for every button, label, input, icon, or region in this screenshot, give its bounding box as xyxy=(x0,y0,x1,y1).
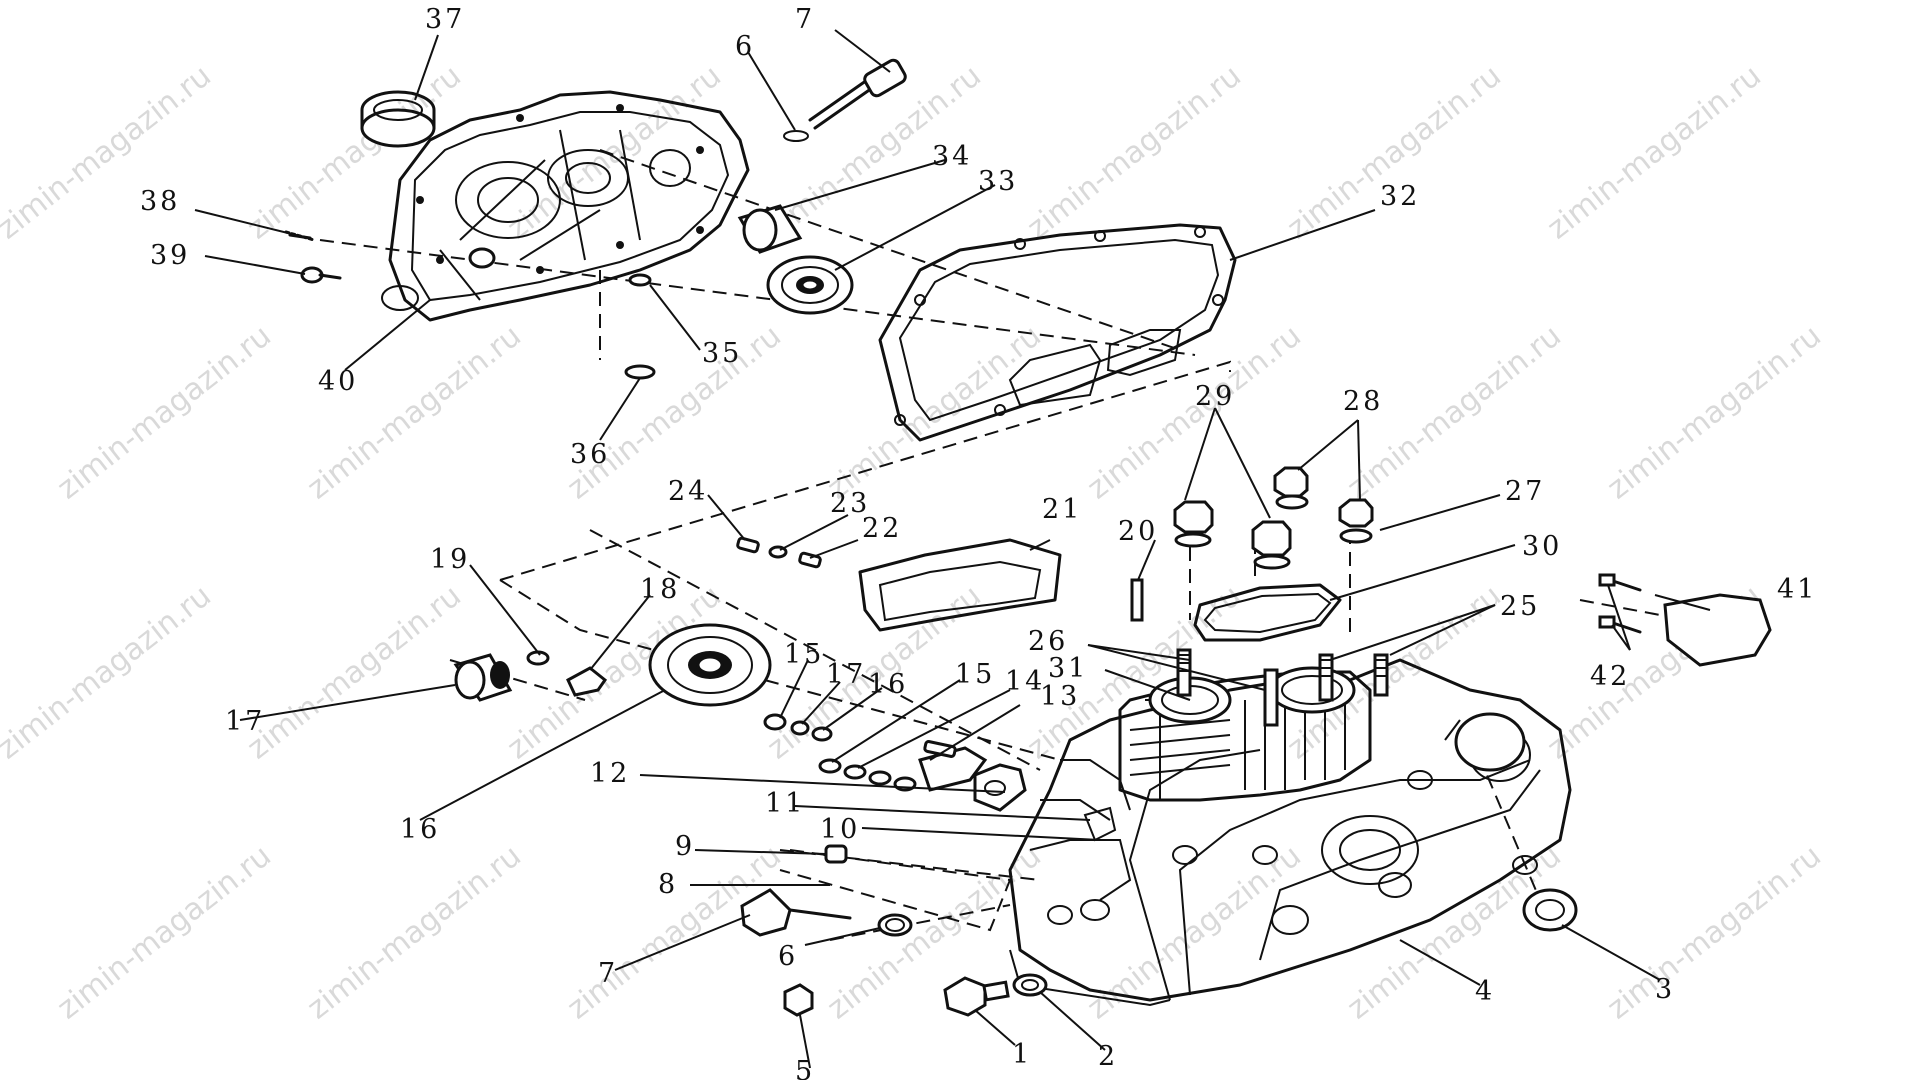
callout-12: 12 xyxy=(590,758,630,789)
watermark-text: zimin-magazin.ru xyxy=(0,578,218,766)
callout-19: 17 xyxy=(225,706,265,737)
leader-lines xyxy=(194,29,1711,1069)
callout-42: 40 xyxy=(318,366,358,397)
watermark-text: zimin-magazin.ru xyxy=(241,578,468,766)
bearing-35 xyxy=(766,255,854,315)
watermark-text: zimin-magazin.ru xyxy=(821,318,1048,506)
callout-41: 39 xyxy=(150,240,190,271)
callout-33: 31 xyxy=(1048,653,1088,684)
plate-20-screw-21 xyxy=(526,650,608,697)
callout-16: 16 xyxy=(868,669,908,700)
callout-27: 25 xyxy=(1500,591,1540,622)
governor-parts-12-15 xyxy=(818,740,1117,842)
watermark-text: zimin-magazin.ru xyxy=(501,58,728,246)
oil-seal-19 xyxy=(453,653,513,702)
watermark-text: zimin-magazin.ru xyxy=(241,58,468,246)
callout-15-b: 15 xyxy=(955,659,995,690)
callout-7-top: 7 xyxy=(795,4,815,35)
callout-40: 38 xyxy=(140,186,180,217)
drain-plug-parts-5-9 xyxy=(740,844,913,1017)
callout-36: 34 xyxy=(932,141,972,172)
callout-11: 11 xyxy=(765,788,805,819)
callout-29: 27 xyxy=(1505,476,1545,507)
watermark-text: zimin-magazin.ru xyxy=(1081,838,1308,1026)
watermark-text: zimin-magazin.ru xyxy=(1601,318,1828,506)
callout-6-top: 6 xyxy=(735,31,755,62)
callout-35: 33 xyxy=(978,166,1018,197)
screws-40-41 xyxy=(284,230,342,284)
bushing-36 xyxy=(737,204,803,254)
callout-17-label: 17 xyxy=(826,659,866,690)
head-gasket-32 xyxy=(1193,583,1342,642)
callout-13: 13 xyxy=(1040,681,1080,712)
callout-1: 1 xyxy=(1012,1039,1032,1070)
callout-6-bottom: 6 xyxy=(778,941,798,972)
callout-34: 32 xyxy=(1380,181,1420,212)
callout-5: 5 xyxy=(795,1056,815,1080)
watermark-text: zimin-magazin.ru xyxy=(1341,838,1568,1026)
callout-28: 26 xyxy=(1028,626,1068,657)
callout-30: 28 xyxy=(1343,386,1383,417)
gear-case-cover xyxy=(381,90,750,322)
callout-7-bottom: 7 xyxy=(598,958,618,989)
small-parts-15-16-17 xyxy=(763,713,833,742)
watermark-text: zimin-magazin.ru xyxy=(301,318,528,506)
callout-2: 2 xyxy=(1098,1041,1118,1072)
callout-labels: 37 7 6 34 33 32 38 39 40 35 36 29 28 27 … xyxy=(140,4,1817,1080)
callout-22: 20 xyxy=(1118,516,1158,547)
callout-14: 14 xyxy=(1005,666,1045,697)
callout-4: 4 xyxy=(1475,976,1495,1007)
gasket-34 xyxy=(878,223,1237,442)
watermark-text: zimin-magazin.ru xyxy=(301,838,528,1026)
callout-43: 41 xyxy=(1777,574,1817,605)
callout-10: 10 xyxy=(820,814,860,845)
cylinder-studs-27-28 xyxy=(1176,648,1389,727)
bearing-18 xyxy=(648,623,772,707)
watermark-text: zimin-magazin.ru xyxy=(1021,58,1248,246)
watermark-text: zimin-magazin.ru xyxy=(1601,838,1828,1026)
callout-15-a: 15 xyxy=(784,639,824,670)
oil-seal-3 xyxy=(1522,888,1578,932)
callout-39: 37 xyxy=(425,4,465,35)
callout-24: 22 xyxy=(862,513,902,544)
bolts-24-25-26 xyxy=(736,536,822,569)
bearing-39 xyxy=(360,90,436,148)
callout-31: 29 xyxy=(1195,381,1235,412)
dowel-pins-37-38 xyxy=(624,273,656,380)
watermark-text: zimin-magazin.ru xyxy=(1281,58,1508,246)
watermark-text: zimin-magazin.ru xyxy=(51,838,278,1026)
watermark-text: zimin-magazin.ru xyxy=(0,58,218,246)
oil-filler-plug-top xyxy=(783,58,907,142)
callout-21: 19 xyxy=(430,544,470,575)
watermark-text: zimin-magazin.ru xyxy=(1541,58,1768,246)
watermark-text: zimin-magazin.ru xyxy=(51,318,278,506)
callout-38: 36 xyxy=(570,439,610,470)
callout-26: 24 xyxy=(668,476,708,507)
callout-3: 3 xyxy=(1655,974,1675,1005)
callout-23: 21 xyxy=(1042,494,1082,525)
watermark-text: zimin-magazin.ru xyxy=(821,838,1048,1026)
callout-20: 18 xyxy=(640,574,680,605)
callout-25: 23 xyxy=(830,488,870,519)
breather-cover-23 xyxy=(858,538,1062,632)
callout-44: 42 xyxy=(1590,661,1630,692)
callout-32: 30 xyxy=(1522,531,1562,562)
callout-9: 9 xyxy=(675,831,695,862)
callout-37: 35 xyxy=(702,338,742,369)
callout-18: 16 xyxy=(400,814,440,845)
callout-8: 8 xyxy=(658,869,678,900)
nuts-29-30-31 xyxy=(1173,466,1374,570)
pin-22 xyxy=(1130,578,1144,622)
cover-43-screws-44 xyxy=(1598,573,1772,667)
drain-bolt-1-washer-2 xyxy=(943,973,1048,1017)
